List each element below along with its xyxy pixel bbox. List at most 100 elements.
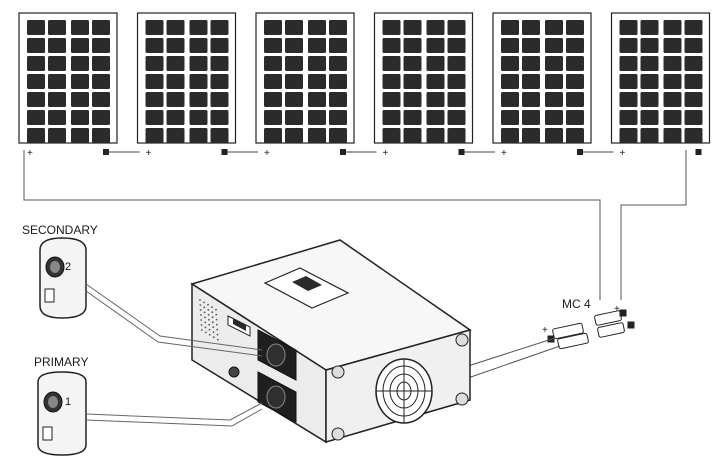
solar-panel: + [373, 12, 474, 159]
solar-panel: + [610, 12, 711, 159]
solar-cell [92, 128, 110, 143]
solar-cell [447, 20, 466, 35]
solar-cell [545, 20, 563, 35]
mc4-plus-right: + [614, 304, 620, 315]
solar-cell [426, 92, 445, 107]
solar-cell [522, 110, 540, 125]
solar-cell [566, 20, 584, 35]
solar-cell [189, 110, 208, 125]
panel-plus-terminal: + [264, 148, 270, 159]
solar-cell [166, 20, 185, 35]
socket-secondary [257, 329, 297, 381]
solar-cell [92, 20, 110, 35]
solar-cell [166, 38, 185, 53]
solar-cell [145, 92, 164, 107]
solar-cell [566, 110, 584, 125]
mc4-label: MC 4 [562, 297, 591, 311]
solar-cell [92, 56, 110, 71]
vent-hole [211, 311, 214, 314]
solar-cell [663, 74, 682, 89]
solar-cell [501, 74, 519, 89]
vent-hole [200, 319, 203, 321]
solar-cell [264, 20, 282, 35]
solar-cell [447, 74, 466, 89]
solar-cell [426, 56, 445, 71]
solar-cell [210, 128, 229, 143]
solar-cell [403, 74, 422, 89]
solar-cell [27, 56, 45, 71]
panel-wiring [23, 150, 687, 300]
solar-cell [285, 38, 303, 53]
solar-cell [166, 128, 185, 143]
vent-hole [199, 309, 202, 311]
solar-cell [522, 128, 540, 143]
vent-hole [203, 301, 205, 304]
solar-cell [663, 56, 682, 71]
tank-cables [85, 283, 263, 427]
solar-cell [522, 38, 540, 53]
solar-cell [619, 20, 638, 35]
solar-cell [264, 110, 282, 125]
solar-panel: + [492, 12, 592, 159]
solar-cell [145, 56, 164, 71]
solar-cell [71, 56, 89, 71]
solar-cell [166, 110, 185, 125]
solar-cell [166, 56, 185, 71]
solar-cell [566, 92, 584, 107]
solar-cell [640, 74, 659, 89]
solar-cell [308, 56, 326, 71]
solar-cell [663, 128, 682, 143]
vent-grid [199, 299, 219, 341]
power-switch [227, 315, 251, 337]
vent-hole [212, 321, 214, 324]
solar-cell [619, 128, 638, 143]
panel-plus-terminal: + [501, 148, 507, 159]
solar-cell [329, 56, 347, 71]
solar-cell [329, 128, 347, 143]
panel-minus-terminal [221, 149, 228, 155]
solar-cell [447, 110, 466, 125]
solar-cell [166, 92, 185, 107]
solar-cell [264, 74, 282, 89]
vent-hole [203, 306, 206, 309]
controller-unit [190, 239, 472, 444]
solar-cell [285, 74, 303, 89]
solar-cell [48, 74, 66, 89]
vent-hole [203, 311, 206, 314]
solar-cell [382, 38, 401, 53]
panel-minus-terminal [458, 149, 465, 155]
solar-cell [145, 128, 164, 143]
solar-panel: + [255, 12, 355, 159]
solar-cell [663, 38, 682, 53]
solar-cell [403, 110, 422, 125]
solar-cell [684, 92, 703, 107]
solar-cell [329, 110, 347, 125]
panel-plus-terminal: + [620, 148, 626, 159]
solar-cell [684, 74, 703, 89]
solar-cell [308, 110, 326, 125]
mc4-connector-group: MC 4 + + [467, 297, 635, 379]
solar-cell [308, 128, 326, 143]
solar-cell [145, 110, 164, 125]
solar-cell [27, 128, 45, 143]
vent-hole [207, 303, 209, 306]
solar-cell [48, 128, 66, 143]
solar-cell [27, 110, 45, 125]
solar-cell [403, 128, 422, 143]
solar-cell [684, 20, 703, 35]
solar-cell [382, 20, 401, 35]
vent-hole [207, 308, 210, 311]
solar-cell [329, 38, 347, 53]
vent-hole [215, 318, 218, 321]
solar-cell [308, 38, 326, 53]
panel-plus-terminal: + [27, 148, 33, 159]
solar-cell [27, 74, 45, 89]
solar-cell [382, 92, 401, 107]
solar-cell [71, 74, 89, 89]
vent-hole [200, 314, 202, 316]
solar-cell [619, 56, 638, 71]
vent-hole [200, 329, 203, 331]
solar-cell [619, 38, 638, 53]
solar-cell [447, 38, 466, 53]
solar-cell [684, 110, 703, 125]
